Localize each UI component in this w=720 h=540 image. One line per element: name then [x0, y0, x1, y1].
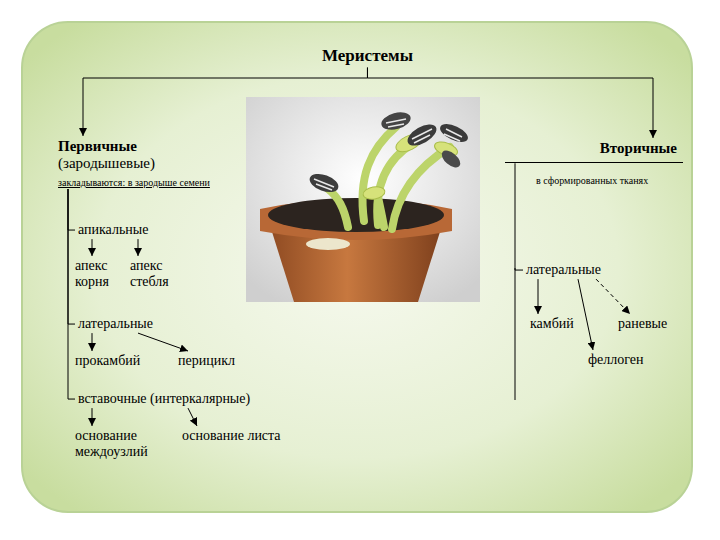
arrow-connector [92, 333, 93, 351]
arrow-connector [92, 239, 93, 256]
bracket-line [515, 268, 516, 400]
node-label: апикальные [78, 222, 148, 238]
text-node: апикальные [78, 222, 148, 238]
node-label: латеральные [526, 262, 601, 278]
arrow-connector [538, 279, 539, 314]
background-panel [22, 22, 692, 512]
text-node: вставочные (интеркалярные) [78, 391, 250, 407]
soil [268, 198, 444, 232]
text-node: прокамбий [75, 353, 140, 369]
arrow-connector [596, 279, 630, 314]
node-label: латеральные [78, 316, 153, 332]
arrow-connector [83, 68, 367, 136]
node-label: основание листа [182, 428, 281, 444]
arrow-connector [138, 239, 139, 256]
text-node: раневые [618, 316, 667, 332]
bracket-connector [68, 189, 75, 324]
pot-rim [260, 199, 452, 240]
bracket-connector [68, 189, 75, 399]
arrow-connector [92, 408, 93, 426]
text-node: Меристемы [322, 46, 413, 66]
node-label: апекс корня [75, 258, 109, 290]
photo-ground [246, 97, 480, 302]
text-node: Вторичные в сформированных тканях [505, 140, 683, 187]
bracket-connector [68, 189, 75, 230]
node-label: Меристемы [322, 46, 413, 66]
text-node: перицикл [178, 353, 235, 369]
node-note: закладываются: в зародыше семени [58, 177, 210, 189]
arrow-connector [367, 68, 653, 138]
node-label: апекс стебля [130, 258, 169, 290]
seed-root [306, 238, 350, 250]
text-node: основание листа [182, 428, 281, 444]
text-node: апекс корня [75, 258, 109, 290]
arrow-connector [188, 408, 197, 426]
text-node: латеральные [78, 316, 153, 332]
node-label: феллоген [588, 352, 644, 368]
arrow-connector [578, 279, 593, 350]
seed-husks [307, 109, 470, 195]
node-label: основание междоузлий [75, 428, 148, 460]
text-node: феллоген [588, 352, 644, 368]
node-note: в сформированных тканях [505, 175, 683, 187]
text-node: латеральные [526, 262, 601, 278]
text-node: апекс стебля [130, 258, 169, 290]
seedling-photo [246, 97, 480, 302]
node-label: вставочные (интеркалярные) [78, 391, 250, 407]
node-label: раневые [618, 316, 667, 332]
text-node: основание междоузлий [75, 428, 148, 460]
arrow-connector [138, 333, 188, 351]
node-label: прокамбий [75, 353, 140, 369]
node-label: Вторичные [505, 140, 683, 163]
node-note: (зародышевые) [58, 155, 210, 172]
text-node: Первичные(зародышевые) закладываются: в з… [58, 138, 210, 188]
node-label: Первичные [58, 138, 210, 155]
node-label: камбий [530, 316, 574, 332]
node-label: перицикл [178, 353, 235, 369]
text-node: камбий [530, 316, 574, 332]
bracket-connector [515, 163, 523, 270]
seedling-stems [328, 127, 450, 229]
